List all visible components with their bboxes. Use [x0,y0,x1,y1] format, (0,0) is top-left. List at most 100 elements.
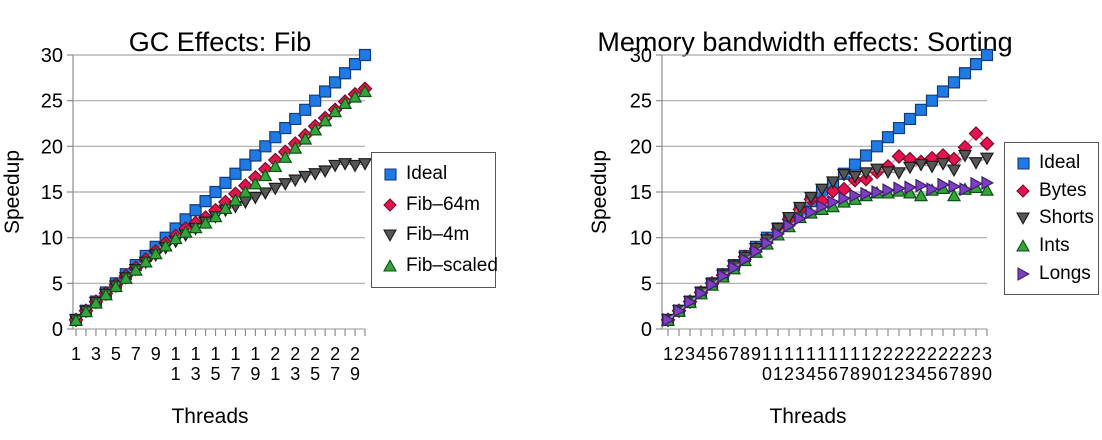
svg-text:8: 8 [850,364,860,384]
svg-text:2: 2 [905,344,915,364]
svg-text:2: 2 [290,344,300,364]
svg-text:5: 5 [707,344,717,364]
svg-text:1: 1 [762,344,772,364]
svg-text:0: 0 [762,364,772,384]
data-point [228,193,243,206]
svg-text:7: 7 [131,344,141,364]
svg-text:2: 2 [927,344,937,364]
data-point [880,166,896,179]
svg-text:1: 1 [817,344,827,364]
data-point [98,287,113,301]
legend-swatch-fib-4m [383,228,397,243]
data-point [168,231,183,245]
data-point [792,201,808,215]
data-point [926,182,940,197]
svg-text:3: 3 [685,344,695,364]
svg-text:3: 3 [91,344,101,364]
data-point [772,226,786,242]
data-point [924,160,940,174]
svg-text:5: 5 [310,364,320,384]
svg-text:6: 6 [828,364,838,384]
data-point [968,157,984,170]
data-point [308,168,323,181]
svg-text:25: 25 [41,91,63,113]
svg-text:1: 1 [806,344,816,364]
svg-text:7: 7 [839,364,849,384]
legend-label: Ints [1039,235,1070,257]
svg-text:8: 8 [960,364,970,384]
data-point [199,195,212,208]
svg-text:2: 2 [894,364,904,384]
svg-text:9: 9 [151,344,161,364]
svg-text:4: 4 [806,364,816,384]
data-point [848,158,862,171]
svg-text:6: 6 [938,364,948,384]
data-point [348,159,363,173]
data-point [728,260,742,275]
data-point [188,220,203,234]
legend-swatch-bytes [1016,183,1030,198]
x-axis-label: Threads [769,405,847,428]
data-point [88,295,103,309]
data-point [891,167,907,180]
svg-text:7: 7 [729,344,739,364]
svg-text:1: 1 [171,364,181,384]
data-point [925,94,939,107]
svg-text:2: 2 [883,344,893,364]
svg-text:1: 1 [861,344,871,364]
legend-item-ints: Ints [1016,235,1092,257]
data-point [329,76,342,89]
legend-label: Fib–4m [406,224,470,246]
svg-text:1: 1 [773,364,783,384]
data-point [859,149,873,162]
data-point [662,312,676,327]
svg-text:9: 9 [250,364,260,384]
data-point [979,183,995,196]
svg-text:2: 2 [270,344,280,364]
data-point [836,169,852,182]
svg-text:10: 10 [41,228,63,250]
data-point [289,112,302,126]
legend-item-longs: Longs [1016,263,1092,285]
data-point [717,269,731,284]
data-point [892,121,906,135]
data-point [269,131,282,144]
data-point [946,164,962,178]
svg-text:3: 3 [905,364,915,384]
data-point [268,159,283,173]
legend-swatch-shorts [1016,211,1030,226]
data-point [673,303,687,318]
data-point [902,161,918,175]
data-point [268,182,283,196]
data-point [318,165,333,179]
data-point [936,85,950,98]
svg-text:7: 7 [949,364,959,384]
data-point [915,178,929,193]
svg-text:30: 30 [41,45,63,67]
series-bytes [660,126,995,328]
svg-text:4: 4 [916,364,926,384]
svg-text:2: 2 [949,344,959,364]
svg-text:2: 2 [894,344,904,364]
svg-text:25: 25 [630,91,652,113]
x-axis-label: Threads [171,405,249,428]
svg-text:15: 15 [41,182,63,204]
legend-label: Shorts [1039,207,1094,229]
legend-item-shorts: Shorts [1016,207,1094,229]
data-point [158,238,173,252]
data-point [279,121,292,135]
legend-item-ideal: Ideal [1016,152,1092,174]
svg-text:1: 1 [71,344,81,364]
data-point [357,158,373,171]
data-point [78,304,93,318]
data-point [357,84,373,98]
series-longs [662,175,995,327]
data-point [338,67,352,80]
data-point [249,149,262,162]
legend-swatch-ideal [383,167,397,181]
data-point [935,158,951,171]
data-point [328,104,343,118]
